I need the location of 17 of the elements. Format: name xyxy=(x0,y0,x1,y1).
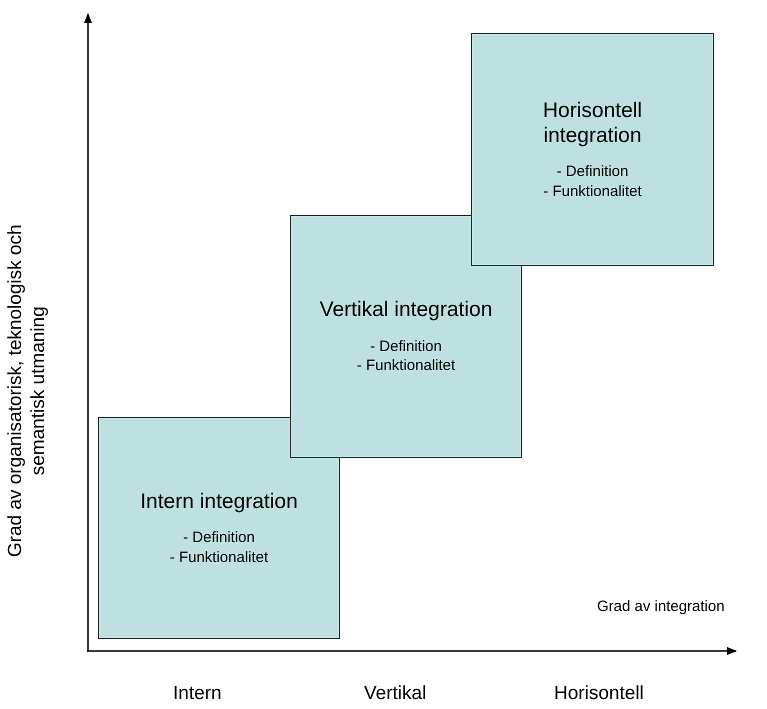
box-heading: Intern integration xyxy=(139,488,299,514)
box-heading: Vertikal integration xyxy=(318,297,494,323)
list-item: - Funktionalitet xyxy=(170,548,268,568)
category-label: Horisontell xyxy=(554,683,644,705)
integration-box xyxy=(471,33,714,266)
integration-box xyxy=(290,215,522,458)
category-label: Intern xyxy=(173,683,222,705)
list-item: - Funktionalitet xyxy=(356,356,456,376)
list-item: - Definition xyxy=(183,528,255,548)
y-axis-title: Grad av organisatorisk, teknologisk och semantisk utmaning xyxy=(5,223,50,560)
integration-box xyxy=(98,417,340,639)
list-item: - Funktionalitet xyxy=(543,182,642,202)
box-heading: Horisontell integration xyxy=(542,98,644,148)
list-item: - Definition xyxy=(556,162,628,182)
list-item: - Definition xyxy=(370,336,442,356)
x-axis-title: Grad av integration xyxy=(597,598,725,615)
category-label: Vertikal xyxy=(364,683,426,705)
